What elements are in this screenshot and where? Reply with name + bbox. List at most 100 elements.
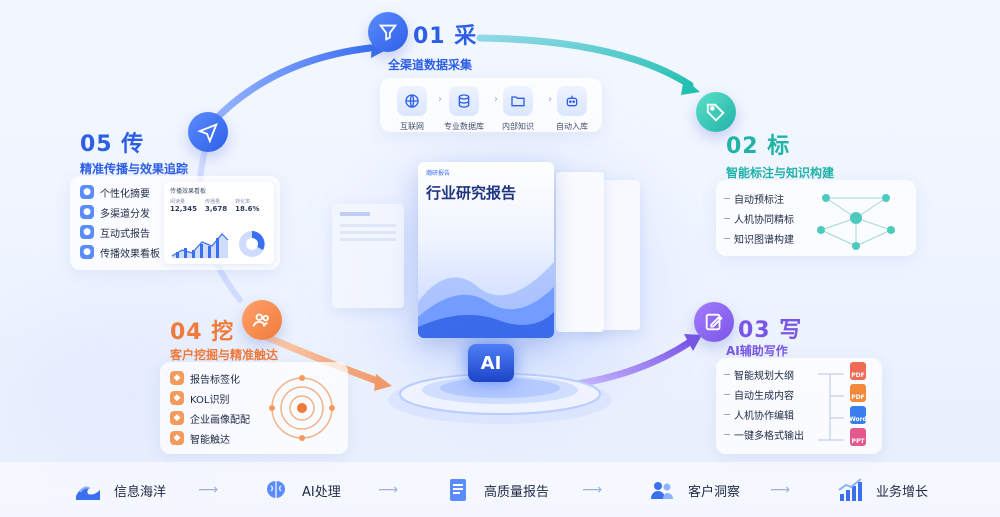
stage-02-title: 02 标 (726, 134, 791, 159)
list-item: 一键多格式输出 (724, 424, 804, 444)
collect-step-label: 自动入库 (556, 122, 588, 131)
document-icon (444, 476, 472, 504)
step-arrow: › (494, 94, 498, 105)
list-item: 人机协同精标 (724, 208, 794, 228)
list-item: ●个性化摘要 (80, 182, 160, 202)
pipeline-arrow: ⟶ (582, 482, 603, 498)
collect-step-label: 内部知识 (502, 122, 534, 131)
collect-card: 互联网 › 专业数据库 › 内部知识 › 自动入库 (380, 78, 602, 132)
arrow-05-to-01 (206, 44, 374, 129)
growth-icon (836, 476, 864, 504)
dashboard-chart (171, 231, 265, 258)
stage-03-title: 03 写 (738, 318, 803, 343)
arrow-head-03 (684, 334, 702, 351)
pipeline-item-report: 高质量报告 (444, 476, 549, 504)
pipeline-item-ai: AI处理 (262, 476, 341, 504)
folder-icon (503, 86, 533, 116)
report-brand: 瀚研报告 (426, 170, 451, 177)
mine-list: ◆报告标签化 ◆KOL识别 ◆企业画像配配 ◆智能触达 (170, 368, 250, 448)
label-card: 自动预标注 人机协同精标 知识图谱构建 (716, 180, 916, 256)
globe-icon (397, 86, 427, 116)
brain-icon (262, 476, 290, 504)
users-search-icon (242, 300, 282, 340)
format-icons: PDF PDF Word PPT (849, 362, 867, 446)
report-cover: 瀚研报告 行业研究报告 (418, 162, 554, 338)
step-arrow: › (548, 94, 552, 105)
stage-01-subtitle: 全渠道数据采集 (388, 58, 473, 72)
collect-step-label: 专业数据库 (444, 122, 484, 131)
stage-02-subtitle: 智能标注与知识构建 (726, 166, 835, 180)
pipeline-item-growth: 业务增长 (836, 476, 928, 504)
format-connector (818, 373, 844, 441)
list-item: ●传播效果看板 (80, 242, 160, 262)
stage-01-title: 01 采 (413, 24, 478, 49)
side-page-left (332, 204, 404, 308)
list-item: ◆KOL识别 (170, 388, 250, 408)
edit-icon (694, 302, 734, 342)
target-icon (269, 375, 335, 441)
pipeline-item-ocean: 信息海洋 (74, 476, 166, 504)
list-item: ◆智能触达 (170, 428, 250, 448)
database-icon (449, 86, 479, 116)
collect-step-auto: 自动入库 (542, 86, 602, 132)
tag-icon (696, 92, 736, 132)
word-icon: Word (849, 406, 867, 424)
ppt-icon: PPT (850, 428, 866, 446)
ai-chip: AI (468, 344, 514, 382)
pipeline-label: 信息海洋 (114, 484, 167, 500)
pipeline-arrow: ⟶ (770, 482, 791, 498)
write-card: 智能规划大纲 自动生成内容 人机协作编辑 一键多格式输出 PDF PDF Wor… (716, 358, 882, 454)
ai-platform (388, 373, 612, 424)
step-arrow: › (438, 94, 442, 105)
pipeline-label: 客户洞察 (688, 484, 741, 500)
stage-04-subtitle: 客户挖掘与精准触达 (170, 348, 279, 362)
collect-step-internet: 互联网 (382, 86, 442, 132)
pipeline-arrow: ⟶ (378, 482, 399, 498)
list-item: 知识图谱构建 (724, 228, 794, 248)
stage-04-title: 04 挖 (170, 320, 235, 345)
collect-step-internal: 内部知识 (488, 86, 548, 132)
pipeline-label: 高质量报告 (484, 484, 550, 500)
pipeline-label: 业务增长 (876, 484, 929, 500)
pipeline-label: AI处理 (302, 484, 341, 500)
list-item: ●互动式报告 (80, 222, 160, 242)
knowledge-graph-icon (817, 194, 895, 250)
list-item: ◆报告标签化 (170, 368, 250, 388)
arrow-01-to-02 (476, 34, 694, 89)
pipeline-arrow: ⟶ (198, 482, 219, 498)
list-item: ●多渠道分发 (80, 202, 160, 222)
collect-step-label: 互联网 (400, 122, 424, 131)
filter-icon (368, 12, 408, 52)
spread-list: ●个性化摘要 ●多渠道分发 ●互动式报告 ●传播效果看板 (80, 182, 160, 262)
collect-step-database: 专业数据库 (434, 86, 494, 132)
list-item: 自动预标注 (724, 188, 794, 208)
arrow-head-02 (681, 78, 700, 95)
side-page-right-2 (556, 172, 604, 332)
send-icon (188, 112, 228, 152)
robot-icon (557, 86, 587, 116)
report-wave-art (418, 262, 554, 338)
pipeline-item-insight: 客户洞察 (648, 476, 740, 504)
list-item: 自动生成内容 (724, 384, 804, 404)
pdf-icon: PDF (850, 384, 866, 402)
report-title: 行业研究报告 (426, 184, 517, 202)
list-item: 人机协作编辑 (724, 404, 804, 424)
dashboard-title: 传播效果看板 (170, 188, 207, 195)
pdf-icon: PDF (850, 362, 866, 380)
wave-icon (74, 476, 102, 504)
label-list: 自动预标注 人机协同精标 知识图谱构建 (724, 188, 794, 248)
users-icon (648, 476, 676, 504)
write-list: 智能规划大纲 自动生成内容 人机协作编辑 一键多格式输出 (724, 364, 804, 444)
list-item: ◆企业画像配配 (170, 408, 250, 428)
arrow-head-04 (374, 374, 392, 391)
stage-05-subtitle: 精准传播与效果追踪 (80, 162, 189, 176)
mine-card: ◆报告标签化 ◆KOL识别 ◆企业画像配配 ◆智能触达 (160, 362, 348, 454)
stage-05-title: 05 传 (80, 132, 145, 157)
stage-03-subtitle: AI辅助写作 (726, 344, 788, 358)
